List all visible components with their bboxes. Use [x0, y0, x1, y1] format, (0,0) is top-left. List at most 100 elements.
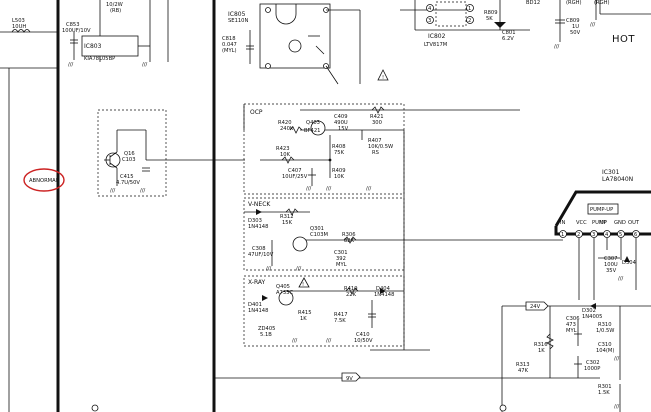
svg-text:C407: C407 [288, 168, 302, 174]
svg-text:1N4005: 1N4005 [582, 314, 602, 320]
svg-text:2: 2 [468, 18, 471, 24]
svg-text:R408: R408 [332, 144, 346, 150]
svg-text:1N4148: 1N4148 [248, 224, 268, 230]
svg-text:C818: C818 [222, 36, 236, 42]
svg-text:1000P: 1000P [584, 366, 600, 372]
r310-group: R310 1/0.5W [596, 306, 621, 380]
svg-text:1: 1 [561, 232, 564, 238]
svg-text:4: 4 [605, 232, 609, 238]
svg-text:MYL: MYL [336, 262, 347, 268]
svg-text:C103M: C103M [310, 232, 328, 238]
svg-text:4: 4 [428, 6, 432, 12]
svg-text:4.7U/50V: 4.7U/50V [116, 180, 140, 186]
svg-text:104(M): 104(M) [596, 348, 614, 354]
svg-text:ZD405: ZD405 [258, 326, 275, 332]
svg-text:///: /// [68, 62, 73, 68]
svg-text:10/2W: 10/2W [106, 2, 123, 8]
svg-text:22K: 22K [346, 292, 357, 298]
svg-text:GND: GND [614, 220, 626, 226]
r313-group: R313 47K [516, 362, 530, 374]
svg-text:490U: 490U [334, 120, 348, 126]
ic805-group: IC805 SE110N [228, 3, 361, 85]
ic301-label: IC301 [602, 169, 620, 176]
ic802-label: IC802 [428, 33, 446, 40]
svg-text:PUMP: PUMP [592, 220, 607, 226]
svg-text:BF421: BF421 [304, 128, 320, 134]
svg-text:C103: C103 [122, 157, 136, 163]
svg-text:6: 6 [634, 232, 637, 238]
svg-text:R310: R310 [598, 322, 612, 328]
svg-text:1N4148: 1N4148 [374, 292, 394, 298]
svg-text:VCC: VCC [576, 220, 587, 226]
q403-transistor [310, 120, 326, 136]
svg-text:15K: 15K [282, 220, 293, 226]
svg-text:1: 1 [468, 6, 471, 12]
svg-text:///: /// [326, 186, 331, 192]
svg-text:35V: 35V [606, 268, 617, 274]
svg-text:LTV817M: LTV817M [424, 42, 447, 48]
terminal-node [499, 404, 507, 412]
svg-text:1U: 1U [572, 24, 579, 30]
svg-text:L503: L503 [12, 18, 25, 24]
svg-text:300: 300 [372, 120, 382, 126]
d302-group: D302 1N4005 [582, 303, 602, 320]
svg-text:1K: 1K [300, 316, 307, 322]
ocp-block: OCP R420 240K Q403 BF421 C409 490U 15V R… [243, 103, 520, 195]
svg-text:(RGH): (RGH) [594, 0, 610, 6]
svg-text:3: 3 [592, 232, 595, 238]
svg-text:R417: R417 [334, 312, 348, 318]
warning-icon: ! [377, 69, 389, 81]
svg-text:R419: R419 [344, 286, 358, 292]
svg-text:24V: 24V [530, 304, 541, 310]
svg-text:50V: 50V [570, 30, 581, 36]
vneck-label: V-NECK [248, 201, 271, 208]
svg-text:R306: R306 [342, 232, 356, 238]
svg-text:10UH: 10UH [12, 24, 26, 30]
svg-text:R420: R420 [278, 120, 292, 126]
r316-group: R316 1K [534, 306, 554, 378]
svg-text:1.5K: 1.5K [598, 390, 610, 396]
svg-text:A733C: A733C [276, 290, 293, 296]
svg-text:UP: UP [600, 220, 607, 226]
svg-text:(MYL): (MYL) [222, 48, 237, 54]
svg-text:///: /// [292, 338, 297, 344]
q301-transistor [292, 236, 308, 252]
svg-text:Q405: Q405 [276, 284, 290, 290]
ic803-group: IC803 KIA78L05BP /// [81, 0, 169, 68]
svg-text:OUT: OUT [628, 220, 640, 226]
net-24v: 24V [501, 301, 651, 412]
svg-text:///: /// [366, 186, 371, 192]
svg-text:C415: C415 [120, 174, 134, 180]
c818-group: C818 0.047 (MYL) [222, 30, 254, 64]
svg-text:C809: C809 [566, 18, 580, 24]
svg-text:47UF/10V: 47UF/10V [248, 252, 274, 258]
svg-text:IN: IN [560, 220, 566, 226]
xray-label: X-RAY [248, 279, 266, 286]
svg-text:MYL: MYL [566, 328, 577, 334]
svg-text:1N4148: 1N4148 [248, 308, 268, 314]
svg-text:2: 2 [577, 232, 580, 238]
svg-text:///: /// [590, 22, 595, 28]
svg-text:R415: R415 [298, 310, 312, 316]
svg-text:R407: R407 [368, 138, 382, 144]
svg-text:(RB): (RB) [110, 8, 121, 14]
svg-text:///: /// [614, 356, 619, 362]
q16-block: Q16 C103 C415 4.7U/50V /// /// [97, 109, 245, 197]
svg-text:!: ! [302, 282, 304, 288]
svg-text:10K: 10K [334, 174, 345, 180]
svg-text:15V: 15V [338, 126, 349, 132]
svg-text:C301: C301 [334, 250, 348, 256]
svg-text:C307: C307 [604, 256, 618, 262]
svg-text:Q301: Q301 [310, 226, 324, 232]
svg-text:10K: 10K [280, 152, 291, 158]
svg-text:C306: C306 [566, 316, 580, 322]
svg-text:10K/0.5W: 10K/0.5W [368, 144, 393, 150]
svg-text:RS: RS [372, 150, 379, 156]
ic301-block: IC301 LA78040N PUMP-UP IN VCC PUMP UP GN… [404, 169, 651, 300]
c853-group: C853 100UF/10V /// [62, 22, 91, 68]
svg-text:R312: R312 [280, 214, 294, 220]
svg-text:SE110N: SE110N [228, 18, 248, 24]
ic805-label: IC805 [228, 11, 246, 18]
svg-text:240K: 240K [280, 126, 294, 132]
bd12-label: BD12 [526, 0, 540, 6]
